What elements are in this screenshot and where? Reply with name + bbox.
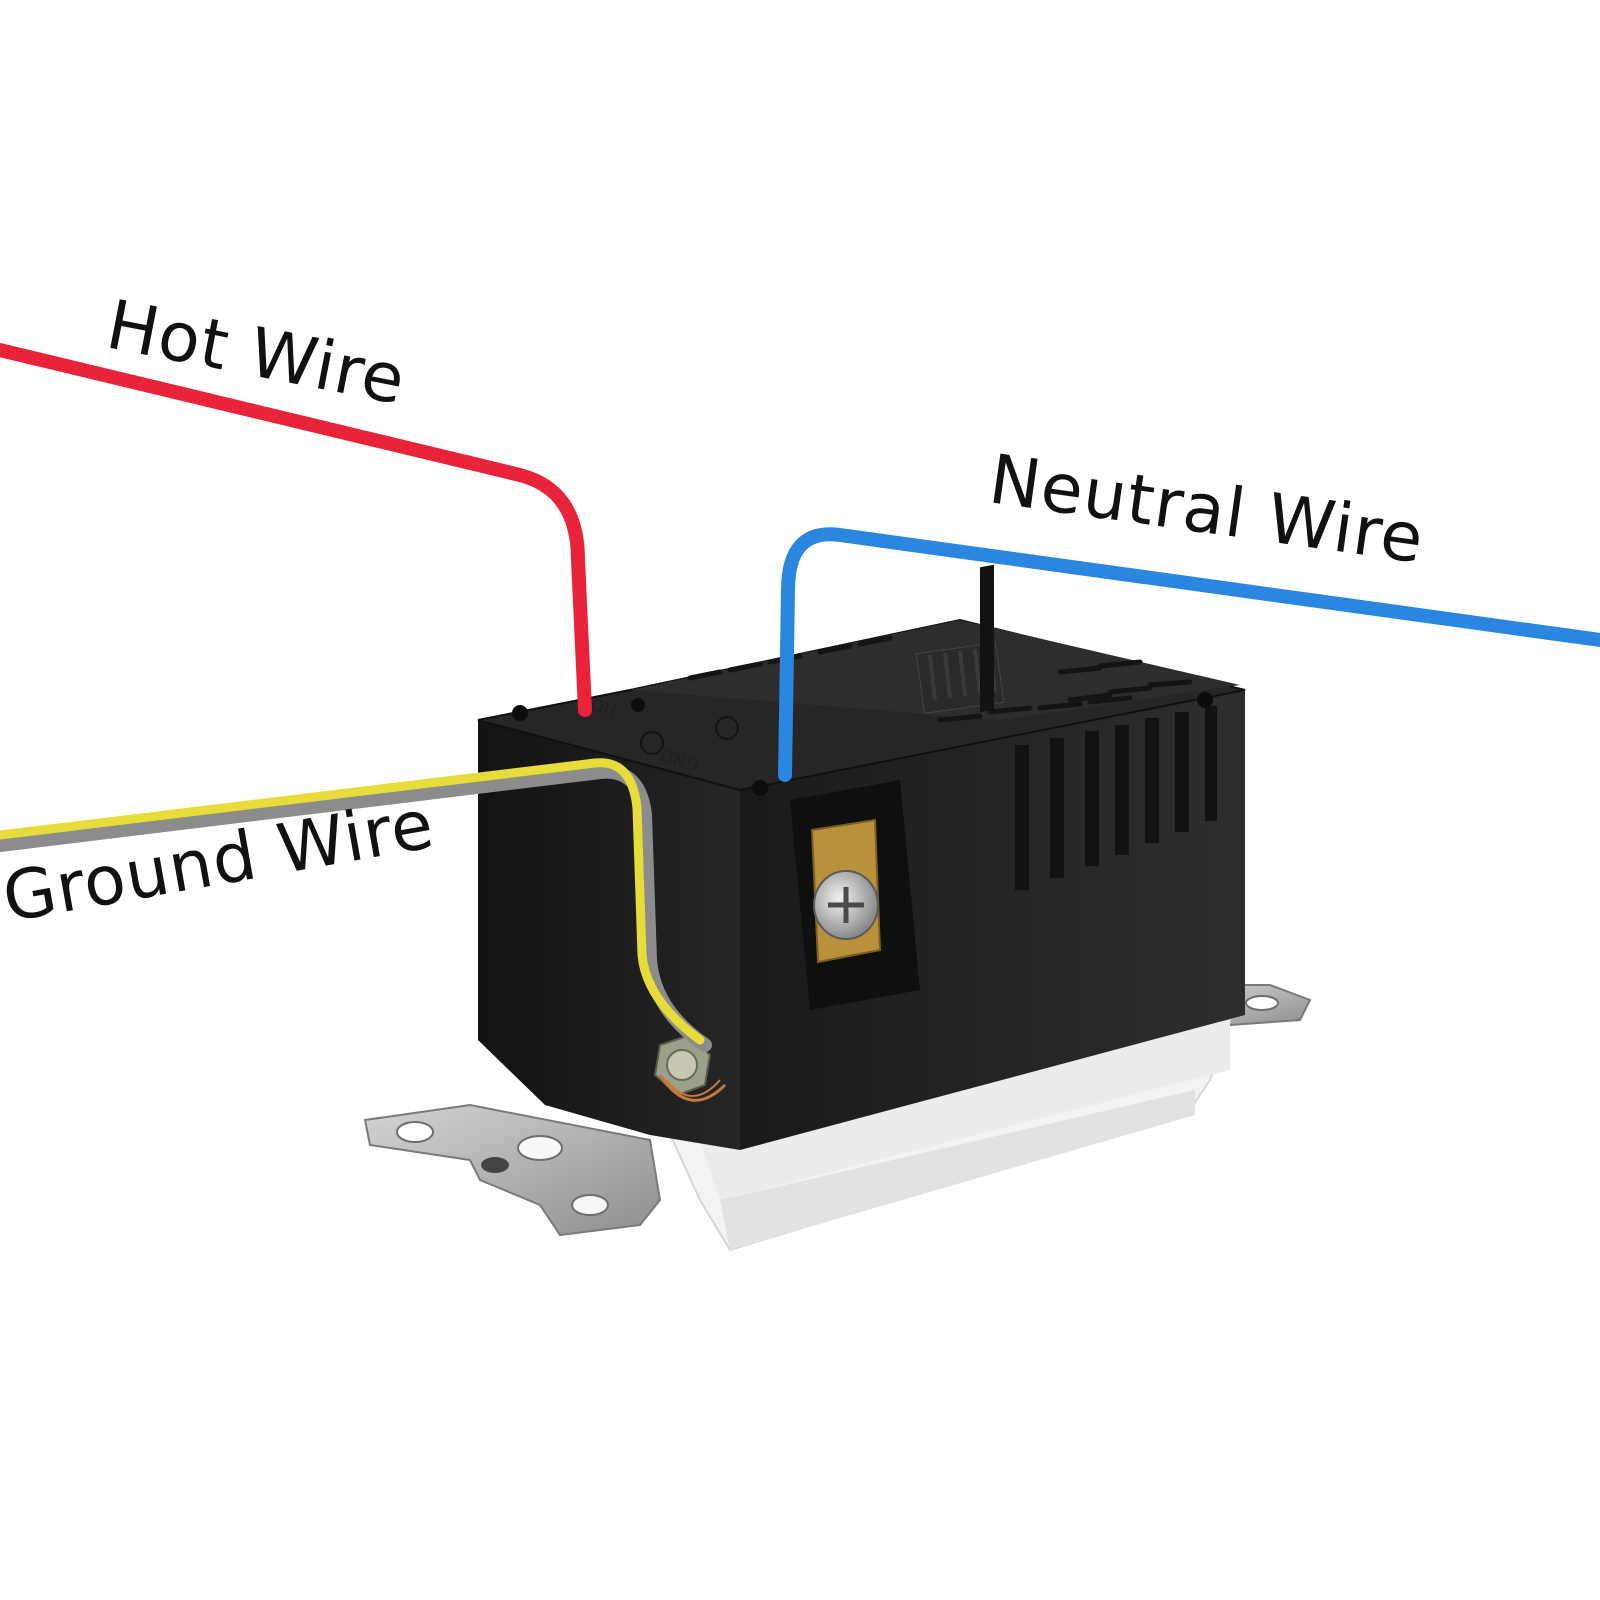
outlet-black-body: HOT GND (477, 564, 1246, 1150)
hot-wire (0, 343, 592, 717)
ground-wire (0, 758, 712, 1052)
mounting-strap-left (363, 1103, 662, 1237)
ground-screw (653, 1033, 727, 1102)
terminal-screw (813, 870, 879, 940)
neutral-wire (778, 527, 1600, 782)
